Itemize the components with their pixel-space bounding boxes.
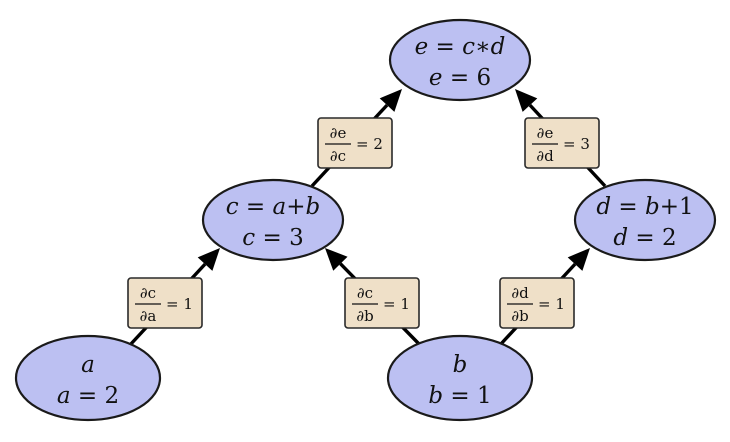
derivative-box-d-e: ∂e ∂d = 3 [524, 117, 600, 169]
partial-value: = 1 [383, 295, 410, 313]
derivative-box-c-e: ∂e ∂c = 2 [317, 117, 393, 169]
edge-layer: ∂e ∂c = 2 ∂e ∂d = 3 ∂c ∂a = 1 ∂c ∂b = 1 ∂d ∂b = 1 [127, 89, 607, 347]
partial-numerator: ∂e [537, 124, 554, 142]
derivative-box-b-d: ∂d ∂b = 1 [499, 277, 575, 329]
partial-numerator: ∂d [511, 284, 529, 302]
node-a: a a = 2 [14, 334, 162, 422]
derivative-box-b-c: ∂c ∂b = 1 [344, 277, 420, 329]
node-e-expression: e = c∗d [415, 34, 506, 60]
partial-numerator: ∂c [140, 284, 156, 302]
node-e: e = c∗d e = 6 [388, 18, 532, 102]
partial-denominator: ∂d [536, 147, 554, 165]
partial-denominator: ∂b [511, 307, 528, 325]
partial-numerator: ∂c [357, 284, 373, 302]
partial-value: = 2 [356, 135, 383, 153]
node-a-value: a = 2 [57, 383, 119, 409]
node-e-value: e = 6 [429, 65, 491, 91]
node-b-value: b = 1 [428, 383, 491, 409]
edge-a-c-arrowhead [197, 248, 220, 271]
node-d: d = b+1 d = 2 [573, 178, 717, 262]
node-c-value: c = 3 [242, 225, 303, 251]
derivative-box-a-c: ∂c ∂a = 1 [127, 277, 203, 329]
partial-numerator: ∂e [330, 124, 347, 142]
node-e-ellipse [388, 18, 532, 102]
partial-value: = 3 [563, 135, 590, 153]
node-d-ellipse [573, 178, 717, 262]
partial-value: = 1 [166, 295, 193, 313]
derivative-box-frame [499, 277, 575, 329]
node-b-expression: b [453, 352, 468, 378]
partial-denominator: ∂a [140, 307, 157, 325]
derivative-box-frame [524, 117, 600, 169]
node-d-value: d = 2 [613, 225, 676, 251]
derivative-box-frame [344, 277, 420, 329]
partial-denominator: ∂c [330, 147, 346, 165]
node-layer: e = c∗d e = 6 c = a+b c = 3 d = b+1 d = 2 a a =… [14, 18, 717, 422]
node-c-expression: c = a+b [226, 194, 321, 220]
partial-value: = 1 [538, 295, 565, 313]
node-c-ellipse [201, 178, 345, 262]
derivative-box-frame [317, 117, 393, 169]
node-d-expression: d = b+1 [596, 194, 693, 220]
node-a-expression: a [81, 352, 95, 378]
node-b: b b = 1 [386, 334, 534, 422]
node-c: c = a+b c = 3 [201, 178, 345, 262]
edge-b-d-arrowhead [567, 248, 590, 271]
node-a-ellipse [14, 334, 162, 422]
edge-c-e-arrowhead [379, 89, 402, 112]
derivative-box-frame [127, 277, 203, 329]
node-b-ellipse [386, 334, 534, 422]
edge-d-e-arrowhead [515, 89, 538, 112]
partial-denominator: ∂b [356, 307, 373, 325]
edge-b-c-arrowhead [325, 248, 348, 271]
